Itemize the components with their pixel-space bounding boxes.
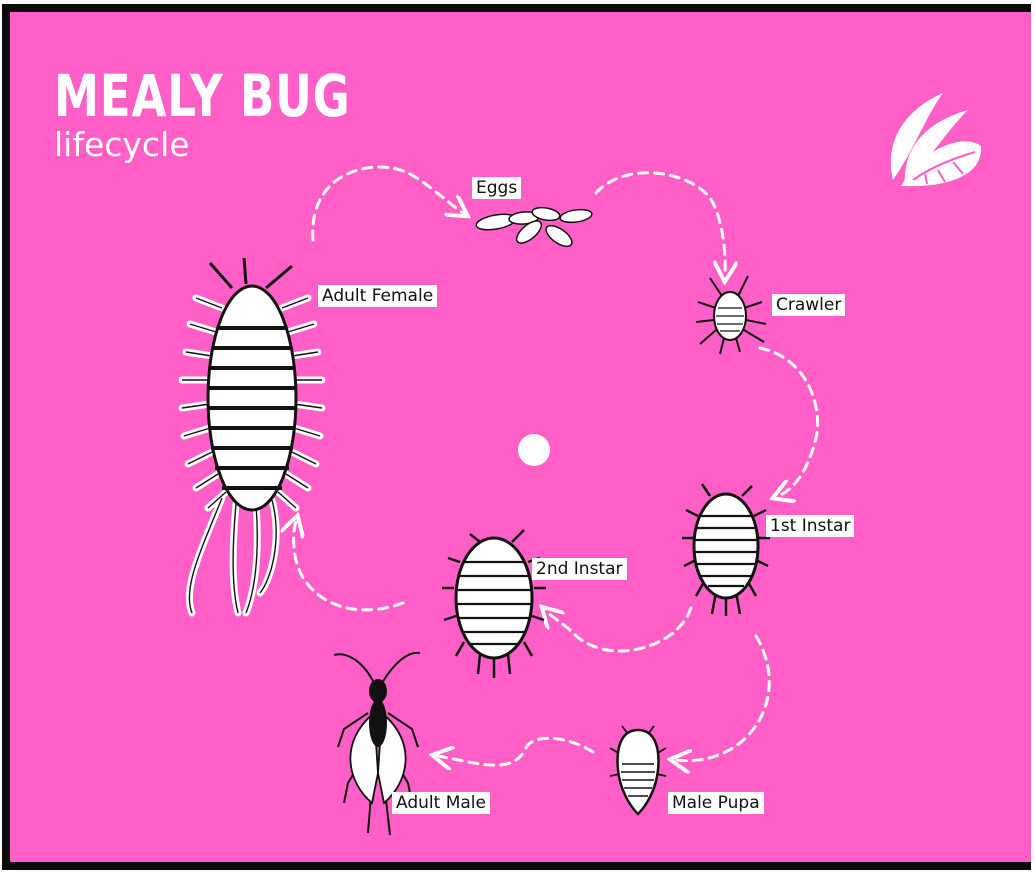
label-second-instar: 2nd Instar xyxy=(532,558,627,580)
label-first-instar: 1st Instar xyxy=(766,515,854,537)
label-male-pupa: Male Pupa xyxy=(668,792,764,814)
label-adult-female: Adult Female xyxy=(318,285,437,307)
page-title: MEALY BUG xyxy=(54,67,351,125)
label-adult-male: Adult Male xyxy=(392,792,490,814)
page-subtitle: lifecycle xyxy=(54,128,190,161)
center-dot xyxy=(518,434,550,466)
label-crawler: Crawler xyxy=(772,294,845,316)
label-eggs: Eggs xyxy=(472,177,521,199)
diagram-frame: MEALY BUG lifecycle Eggs Crawler 1st Ins… xyxy=(2,4,1031,870)
